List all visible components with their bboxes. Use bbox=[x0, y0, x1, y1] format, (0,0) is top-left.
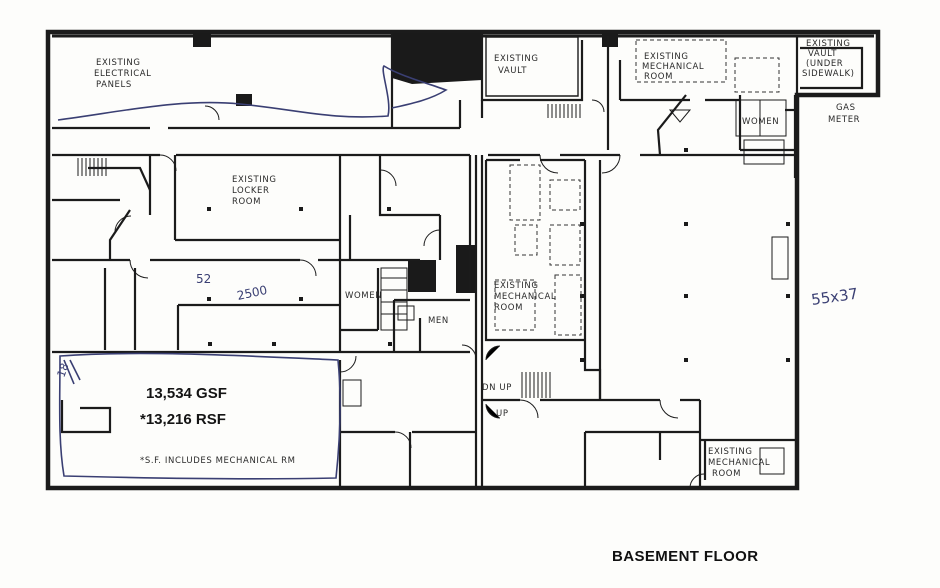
rentable-area: *13,216 RSF bbox=[140, 411, 226, 428]
women-top-label: WOMEN bbox=[742, 117, 779, 127]
gas-meter-label-1: GAS bbox=[836, 103, 856, 113]
men-label: MEN bbox=[428, 316, 449, 326]
width-annotation: 52 bbox=[196, 272, 211, 286]
vault-label-1: EXISTING bbox=[494, 54, 539, 64]
mech-bottom-label-3: ROOM bbox=[712, 469, 741, 479]
solid-blocks bbox=[193, 33, 618, 293]
electrical-label-1: EXISTING bbox=[96, 58, 141, 68]
mech-bottom-label-2: MECHANICAL bbox=[708, 458, 770, 468]
columns bbox=[207, 148, 790, 362]
highlighted-area bbox=[57, 64, 448, 480]
stair-dn-up-label: DN UP bbox=[482, 383, 512, 393]
mech-center-label-3: ROOM bbox=[494, 303, 523, 313]
electrical-label-2: ELECTRICAL bbox=[94, 69, 152, 79]
pen-annotations: 55x37 52 2500 18 bbox=[55, 272, 860, 379]
mech-top-label-3: ROOM bbox=[644, 72, 673, 82]
mech-top-label-1: EXISTING bbox=[644, 52, 689, 62]
vault-sidewalk-label-2: VAULT bbox=[808, 49, 837, 59]
stair-up-label: UP bbox=[496, 409, 509, 419]
stairs bbox=[77, 104, 581, 419]
locker-label-2: LOCKER bbox=[232, 186, 270, 196]
restroom-fixtures bbox=[342, 99, 789, 475]
gross-area: 13,534 GSF bbox=[146, 385, 227, 402]
area-annotation: 2500 bbox=[236, 283, 269, 303]
floor-title: BASEMENT FLOOR bbox=[612, 548, 759, 565]
interior-walls bbox=[52, 33, 864, 488]
women-label: WOMEN bbox=[345, 291, 382, 301]
vault-label-2: VAULT bbox=[498, 66, 527, 76]
area-footnote: *S.F. INCLUDES MECHANICAL RM bbox=[140, 456, 296, 466]
edge-annotation: 18 bbox=[55, 361, 72, 379]
mechanical-equipment bbox=[494, 39, 780, 336]
locker-label-1: EXISTING bbox=[232, 175, 277, 185]
gas-meter-label-2: METER bbox=[828, 115, 860, 125]
mech-top-label-2: MECHANICAL bbox=[642, 62, 704, 72]
vault-sidewalk-label-4: SIDEWALK) bbox=[802, 69, 855, 79]
mech-center-label-1: EXISTING bbox=[494, 281, 539, 291]
vault-sidewalk-label-1: EXISTING bbox=[806, 39, 851, 49]
electrical-label-3: PANELS bbox=[96, 80, 132, 90]
door-swings bbox=[114, 99, 705, 489]
dimension-annotation: 55x37 bbox=[810, 285, 859, 309]
area-stats: 13,534 GSF *13,216 RSF *S.F. INCLUDES ME… bbox=[140, 385, 296, 466]
mech-bottom-label-1: EXISTING bbox=[708, 447, 753, 457]
locker-label-3: ROOM bbox=[232, 197, 261, 207]
room-labels: EXISTING ELECTRICAL PANELS EXISTING VAUL… bbox=[94, 39, 860, 479]
vault-sidewalk-label-3: (UNDER bbox=[806, 59, 843, 69]
mech-center-label-2: MECHANICAL bbox=[494, 292, 556, 302]
